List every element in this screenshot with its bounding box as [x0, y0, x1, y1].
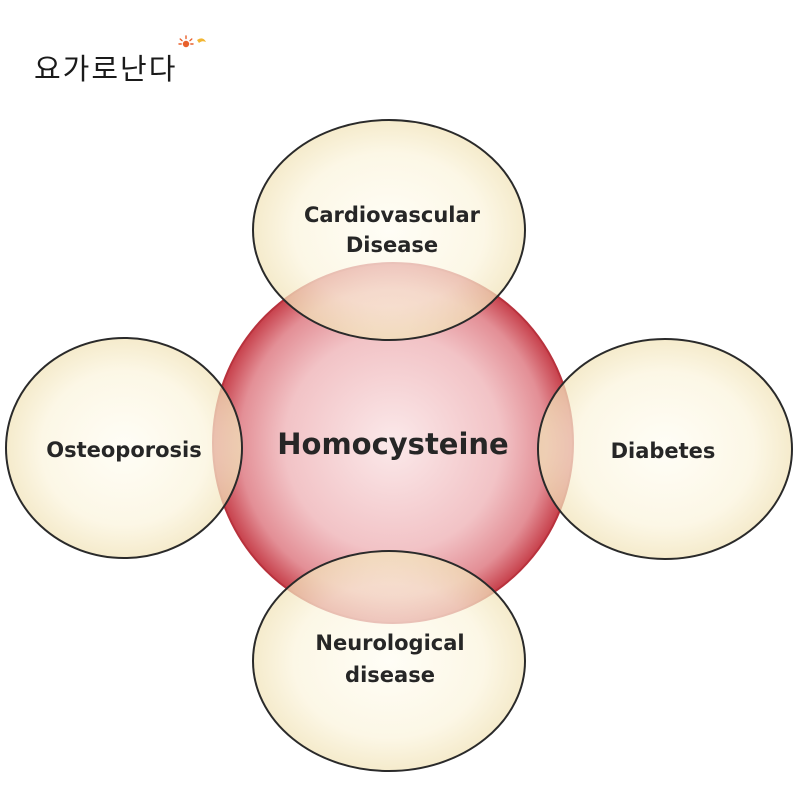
node-bottom-label-line2: disease	[345, 663, 435, 687]
node-left-circle	[5, 337, 243, 559]
brand-logo: 요가로난다	[30, 32, 230, 92]
center-label: Homocysteine	[277, 427, 508, 461]
node-bottom-label-line1: Neurological	[315, 631, 464, 655]
logo-text: 요가로난다	[34, 52, 178, 86]
node-top-label-line1: Cardiovascular	[304, 203, 481, 227]
node-top-circle	[252, 119, 526, 341]
node-right-label: Diabetes	[611, 439, 716, 463]
node-left-label: Osteoporosis	[46, 438, 202, 462]
node-right-circle	[537, 338, 793, 560]
sun-icon	[178, 35, 206, 48]
node-top-label-line2: Disease	[346, 233, 438, 257]
node-bottom-circle	[252, 550, 526, 772]
